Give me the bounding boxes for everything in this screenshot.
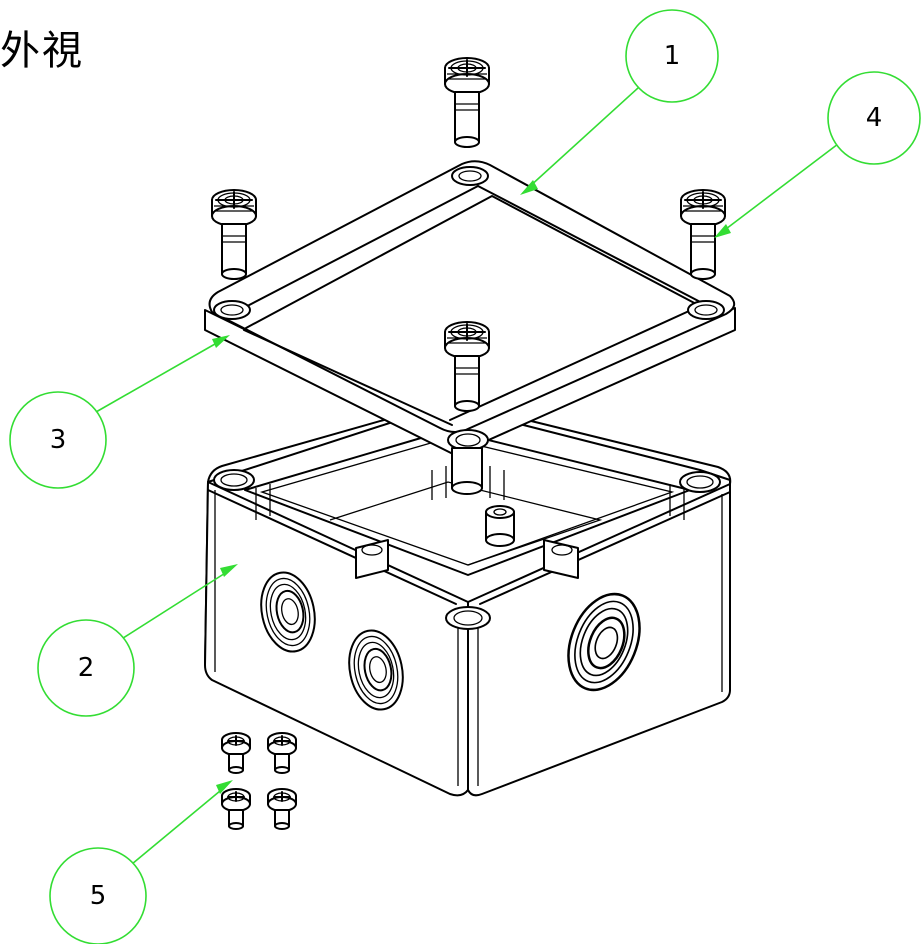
small-screw-2 xyxy=(267,732,297,774)
small-screw-3 xyxy=(221,788,251,830)
enclosure-lid xyxy=(204,160,736,495)
callout-4: 4 xyxy=(714,71,921,238)
lid-screw-top xyxy=(444,57,490,148)
drawing-title: 外視 xyxy=(0,28,84,74)
callout-2-label: 2 xyxy=(78,653,95,683)
lid-screw-left xyxy=(211,189,257,280)
callout-2: 2 xyxy=(37,564,238,717)
callout-1-label: 1 xyxy=(664,41,681,71)
small-screw-4 xyxy=(267,788,297,830)
enclosure-base xyxy=(204,401,732,797)
small-screw-1 xyxy=(221,732,251,774)
callout-5-label: 5 xyxy=(90,881,107,911)
callout-5: 5 xyxy=(49,780,233,944)
callout-3-label: 3 xyxy=(50,425,67,455)
callout-1: 1 xyxy=(520,9,719,195)
callout-3: 3 xyxy=(9,335,230,489)
callout-4-label: 4 xyxy=(866,103,883,133)
